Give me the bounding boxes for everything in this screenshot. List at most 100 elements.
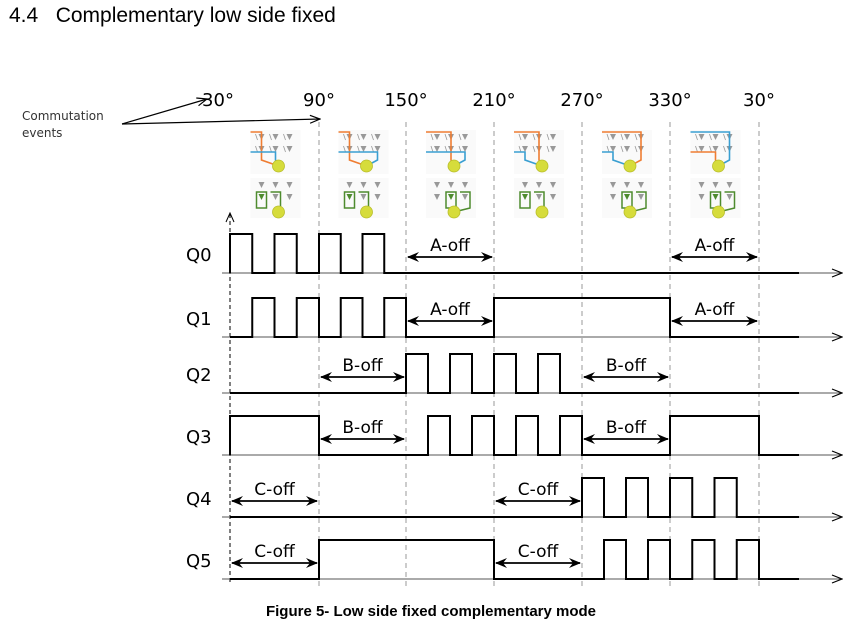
switch-icon — [434, 182, 440, 188]
off-interval-label: B-off — [606, 418, 648, 438]
switch-icon — [269, 145, 272, 153]
switch-icon — [532, 133, 536, 141]
off-interval-label: B-off — [606, 356, 648, 376]
degree-label: 150° — [384, 90, 427, 111]
switch-icon — [360, 182, 367, 188]
switch-icon — [522, 146, 528, 152]
current-path-green — [718, 191, 736, 213]
motor-node-icon — [360, 205, 373, 219]
switch-icon — [430, 133, 434, 141]
off-interval-label: A-off — [430, 300, 471, 320]
switch-icon — [272, 194, 279, 200]
bridge-state-icon-current — [602, 130, 652, 174]
annotation-arrow-30 — [121, 99, 207, 125]
switch-icon — [286, 194, 293, 200]
bridge-state-icon-lowside — [338, 178, 389, 219]
current-path-orange — [338, 131, 367, 167]
current-path-orange — [250, 131, 279, 167]
current-path-green — [519, 191, 531, 209]
switch-icon — [286, 134, 293, 140]
switch-icon — [550, 134, 556, 140]
off-interval-label: C-off — [254, 480, 296, 500]
motor-node-icon — [447, 205, 461, 219]
degree-label: 30° — [202, 90, 234, 111]
annotation-line2: events — [22, 126, 62, 140]
bridge-state-icon-current — [426, 130, 476, 174]
switch-icon — [269, 133, 272, 141]
switch-icon — [522, 182, 528, 188]
switch-icon — [258, 194, 265, 200]
section-heading: 4.4 Complementary low side fixed — [9, 4, 336, 27]
bridge-state-icons — [250, 130, 741, 219]
switch-icon — [258, 182, 265, 188]
switch-icon — [698, 194, 705, 200]
switch-icon — [522, 194, 528, 200]
waveform — [230, 353, 799, 394]
switch-icon — [709, 133, 712, 141]
degree-label: 30° — [743, 90, 775, 111]
bridge-state-icon-lowside — [602, 178, 652, 219]
switch-icon — [272, 134, 279, 140]
switch-icon — [374, 182, 381, 188]
switch-icon — [283, 133, 286, 141]
switch-icon — [518, 133, 522, 141]
switch-icon — [371, 133, 374, 141]
switch-icon — [695, 145, 698, 153]
switch-icon — [532, 145, 536, 153]
degree-label: 330° — [648, 90, 691, 111]
signal-label: Q4 — [186, 489, 212, 510]
switch-icon — [712, 134, 719, 140]
switch-icon — [360, 146, 367, 152]
switch-icon — [434, 194, 440, 200]
switch-icon — [357, 145, 360, 153]
off-interval-label: C-off — [518, 542, 560, 562]
switch-icon — [620, 133, 624, 141]
switch-icon — [712, 194, 719, 200]
switch-icon — [343, 133, 346, 141]
switch-icon — [698, 146, 705, 152]
switch-icon — [606, 133, 610, 141]
switch-icon — [712, 146, 719, 152]
switch-icon — [695, 133, 698, 141]
switch-icon — [458, 133, 462, 141]
switch-icon — [546, 133, 550, 141]
switch-icon — [360, 194, 367, 200]
switch-icon — [444, 145, 448, 153]
switch-icon — [518, 145, 522, 153]
switch-icon — [550, 146, 556, 152]
switch-icon — [610, 134, 616, 140]
annotation-arrow-90 — [121, 119, 320, 125]
switch-icon — [546, 145, 550, 153]
degree-label: 210° — [472, 90, 515, 111]
switch-icon — [374, 194, 381, 200]
switch-icon — [723, 145, 726, 153]
switch-icon — [638, 194, 644, 200]
switch-icon — [272, 146, 279, 152]
bridge-state-icon-current — [250, 130, 301, 174]
motor-node-icon — [447, 159, 461, 173]
degree-label: 90° — [303, 90, 335, 111]
switch-icon — [723, 133, 726, 141]
off-interval-label: A-off — [695, 236, 736, 256]
off-interval-label: B-off — [342, 356, 384, 376]
waveform — [229, 233, 799, 274]
switch-icon — [709, 145, 712, 153]
current-path-green — [255, 191, 268, 209]
off-interval-label: A-off — [695, 300, 736, 320]
waveform — [230, 297, 799, 338]
switch-icon — [444, 133, 448, 141]
switch-icon — [448, 182, 454, 188]
switch-icon — [374, 146, 381, 152]
switch-icon — [434, 134, 440, 140]
switch-icon — [374, 134, 381, 140]
off-interval-label: B-off — [342, 418, 384, 438]
switch-icon — [371, 145, 374, 153]
bridge-state-icon-lowside — [514, 178, 564, 219]
waveform — [229, 415, 799, 456]
switch-icon — [610, 182, 616, 188]
switch-icon — [550, 182, 556, 188]
current-path-blue — [514, 151, 543, 167]
bridge-state-icon-lowside — [690, 178, 741, 219]
